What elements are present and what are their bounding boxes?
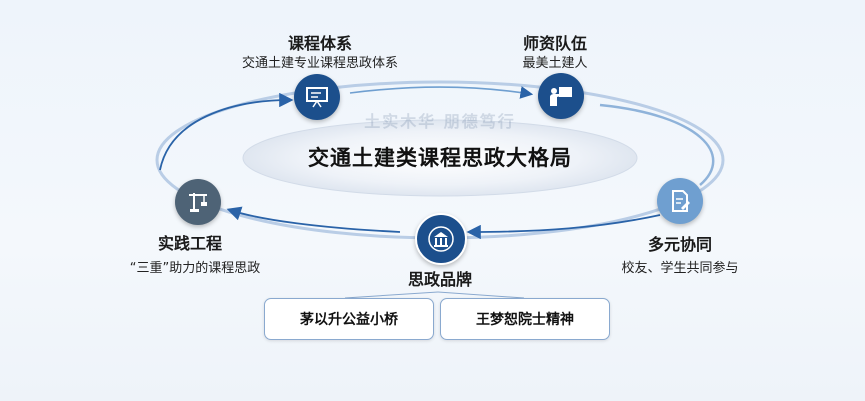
node-collab-title: 多元协同 <box>647 235 712 254</box>
crane-icon <box>175 179 221 225</box>
inner-ellipse <box>242 119 638 197</box>
brand-connector-right <box>437 291 525 299</box>
node-practice-title: 实践工程 <box>157 234 222 253</box>
presentation-board-icon <box>294 74 340 120</box>
brand-box-wang-mengshu: 王梦恕院士精神 <box>440 298 610 340</box>
arc-bottom-left <box>226 206 401 233</box>
arc-top-left <box>159 92 294 171</box>
watermark-motto: 土实木华 朋德笃行 <box>364 112 516 131</box>
teacher-icon <box>538 73 584 119</box>
node-collab-subtitle: 校友、学生共同参与 <box>621 261 739 276</box>
arc-top <box>349 86 534 99</box>
node-curriculum-subtitle: 交通土建专业课程思政体系 <box>241 56 398 71</box>
diagram-center-title: 交通土建类课程思政大格局 <box>308 146 572 170</box>
brand-box-mao-yisheng: 茅以升公益小桥 <box>264 298 434 340</box>
arc-right <box>599 103 715 186</box>
node-practice-subtitle: “三重”助力的课程思政 <box>129 261 261 276</box>
node-faculty-subtitle: 最美土建人 <box>522 56 588 71</box>
document-edit-icon <box>657 178 703 224</box>
arc-bottom-right <box>466 214 661 240</box>
brand-connector-left <box>344 291 439 299</box>
node-faculty-title: 师资队伍 <box>522 34 587 53</box>
university-emblem-icon <box>415 213 467 265</box>
node-brand-title: 思政品牌 <box>407 270 472 289</box>
node-curriculum-title: 课程体系 <box>287 34 352 53</box>
